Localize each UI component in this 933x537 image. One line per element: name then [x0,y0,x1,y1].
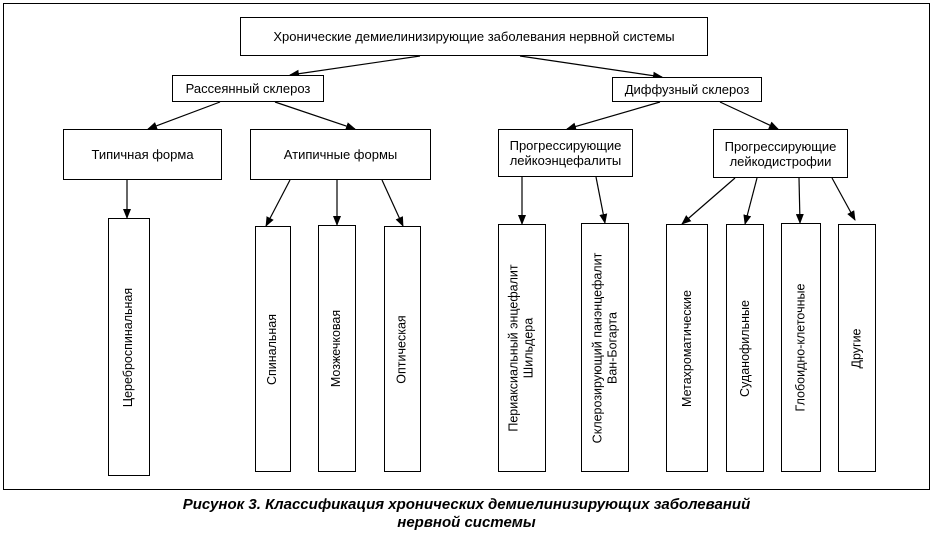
optic-node: Оптическая [384,226,421,472]
cerebrospinal-label: Цереброспинальная [121,287,136,407]
schilder-label: Периаксиальный энцефалит Шильдера [507,264,537,432]
van-bogaert-label: Склерозирующий панэнцефалит Ван-Богарта [590,252,620,443]
multiple-sclerosis-node: Рассеянный склероз [172,75,324,102]
sudanophilic-label: Суданофильные [737,299,752,397]
cerebrospinal-node: Цереброспинальная [108,218,150,476]
cerebellar-label: Мозжечковая [329,309,344,388]
diagram-frame [3,3,930,490]
sudanophilic-node: Суданофильные [726,224,764,472]
atypical-forms-node: Атипичные формы [250,129,431,180]
diffuse-sclerosis-label: Диффузный склероз [624,82,750,97]
typical-form-label: Типичная форма [91,147,194,162]
other-label: Другие [849,327,864,369]
atypical-forms-label: Атипичные формы [283,147,398,162]
other-node: Другие [838,224,876,472]
multiple-sclerosis-label: Рассеянный склероз [185,81,311,96]
root-node-label: Хронические демиелинизирующие заболевани… [273,29,675,44]
leukoencephalitis-node: Прогрессирующие лейкоэнцефалиты [498,129,633,177]
globoid-cell-label: Глобоидно-клеточные [793,283,808,412]
leukodystrophy-node: Прогрессирующие лейкодистрофии [713,129,848,178]
typical-form-node: Типичная форма [63,129,222,180]
figure-caption: Рисунок 3. Классификация хронических дем… [182,496,751,531]
globoid-cell-node: Глобоидно-клеточные [781,223,821,472]
root-node: Хронические демиелинизирующие заболевани… [240,17,708,56]
metachromatic-label: Метахроматические [679,289,694,407]
leukodystrophy-label: Прогрессирующие лейкодистрофии [724,138,837,169]
schilder-node: Периаксиальный энцефалит Шильдера [498,224,546,472]
cerebellar-node: Мозжечковая [318,225,356,472]
leukoencephalitis-label: Прогрессирующие лейкоэнцефалиты [509,138,622,168]
metachromatic-node: Метахроматические [666,224,708,472]
van-bogaert-node: Склерозирующий панэнцефалит Ван-Богарта [581,223,629,472]
spinal-node: Спинальная [255,226,291,472]
optic-label: Оптическая [395,314,410,384]
diffuse-sclerosis-node: Диффузный склероз [612,77,762,102]
spinal-label: Спинальная [265,313,280,385]
